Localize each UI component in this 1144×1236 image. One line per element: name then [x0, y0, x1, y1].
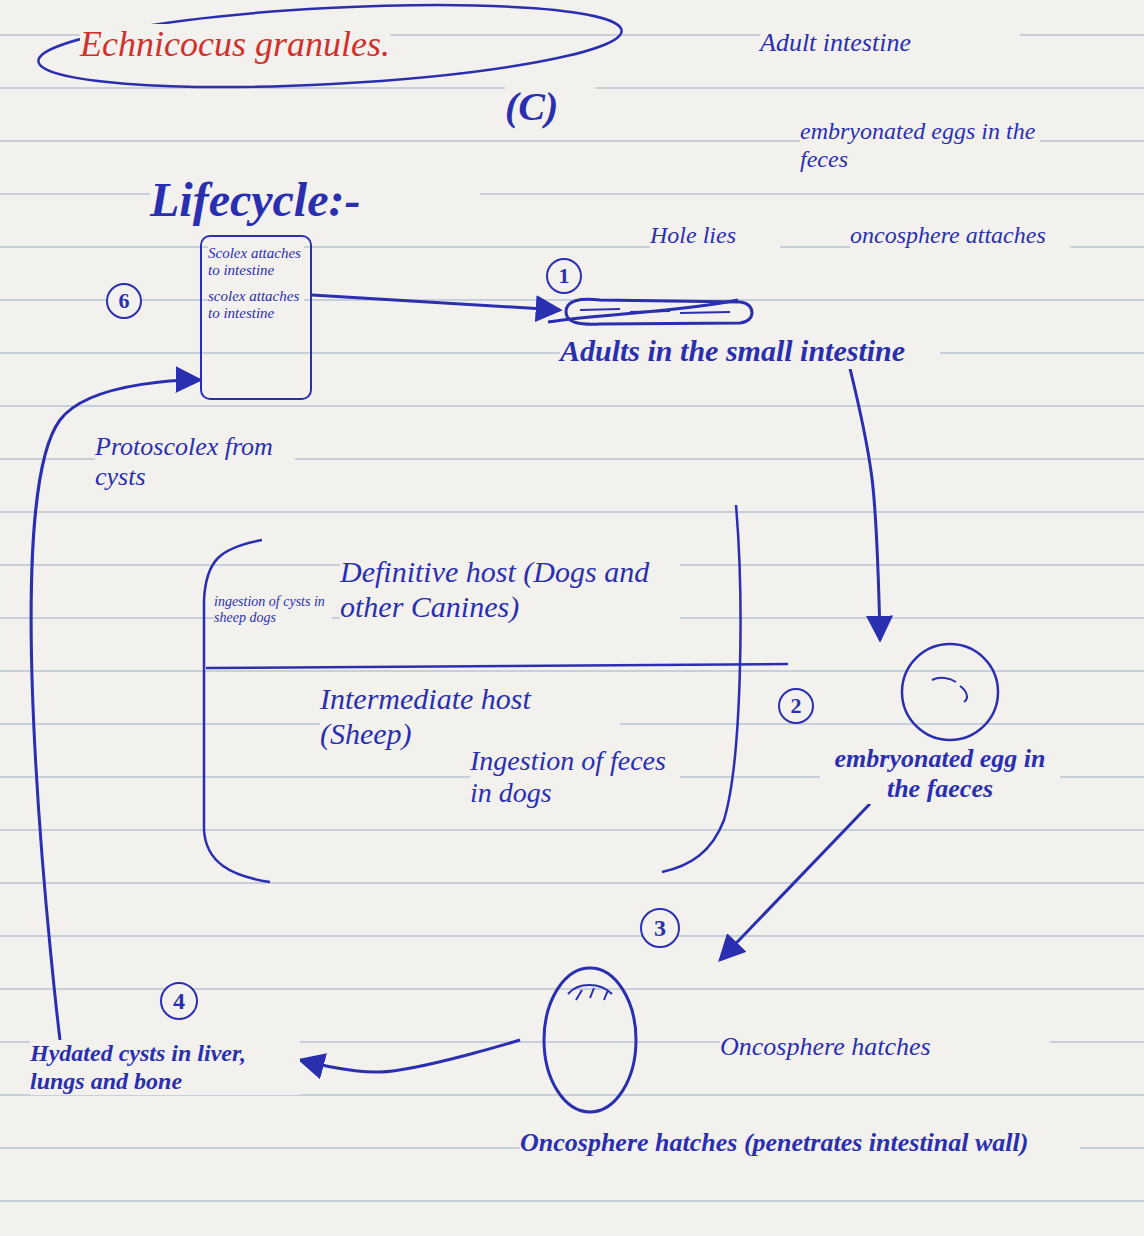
side-note: ingestion of cysts in sheep dogs — [214, 594, 332, 626]
node-text: Oncosphere hatches — [720, 1032, 1050, 1062]
stage-label: Protoscolex from cysts — [95, 432, 295, 492]
node-text: scolex attaches to intestine — [208, 288, 304, 323]
callout-number: 1 — [546, 258, 582, 294]
node-text: embryonated egg in the faeces — [820, 744, 1060, 804]
callout-number: 3 — [640, 908, 680, 948]
title-text: Echnicocus granules. — [80, 24, 390, 65]
host-label: Ingestion of feces in dogs — [470, 745, 680, 809]
connector-arrow — [720, 804, 870, 960]
tapeworm-drawing — [560, 290, 760, 334]
node-text: Adults in the small intestine — [560, 334, 940, 369]
connector-arrow — [850, 369, 880, 641]
connector-arrow — [300, 1040, 520, 1072]
ruled-lines — [0, 35, 1144, 1201]
egg-drawing — [820, 640, 1060, 744]
node-text: Scolex attaches to intestine — [208, 245, 304, 280]
left-bracket — [204, 540, 270, 882]
callout-number: 2 — [778, 688, 814, 724]
oncosphere-drawing — [520, 960, 650, 1120]
callout-number: 4 — [160, 982, 198, 1020]
oncosphere-node: Oncosphere hatchesOncosphere hatches (pe… — [520, 960, 1080, 1158]
section-letter: (C) — [505, 84, 595, 130]
host-label: Intermediate host (Sheep) — [320, 682, 620, 751]
side-note: oncosphere attaches — [850, 222, 1070, 250]
side-note: Hole lies — [650, 222, 780, 250]
side-note: Adult intestine — [760, 28, 1020, 58]
connector-arrow — [312, 295, 560, 310]
scolex-box: Scolex attaches to intestine scolex attac… — [200, 235, 312, 400]
node-text: Oncosphere hatches (penetrates intestina… — [520, 1128, 1080, 1158]
host-label: Definitive host (Dogs and other Canines) — [340, 555, 680, 624]
side-note: embryonated eggs in the feces — [800, 118, 1040, 173]
callout-number: 6 — [106, 283, 142, 319]
section-heading: Lifecycle:- — [150, 172, 480, 227]
adult-worm-node: Adults in the small intestine — [560, 290, 940, 369]
node-text: Hydated cysts in liver, lungs and bone — [30, 1040, 300, 1095]
underline-stroke — [548, 300, 738, 322]
hydatid-cyst-node: Hydated cysts in liver, lungs and bone — [30, 1040, 300, 1095]
egg-node: embryonated egg in the faeces — [820, 640, 1060, 804]
host-divider — [206, 664, 788, 668]
